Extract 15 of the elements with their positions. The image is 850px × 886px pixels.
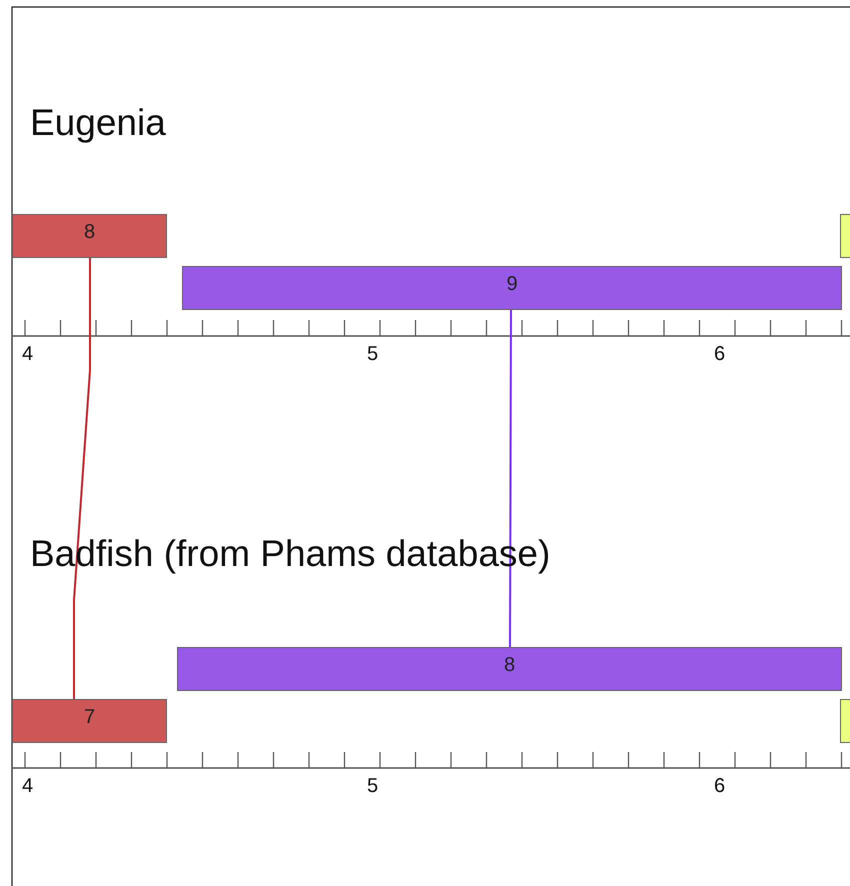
axis-tick-label: 5 — [367, 775, 378, 798]
gene-box: 8 — [177, 647, 842, 691]
gene-box — [840, 699, 850, 743]
track-title: Eugenia — [30, 102, 166, 144]
axis-tick-label: 6 — [714, 343, 726, 366]
axis-tick-label: 4 — [22, 343, 34, 366]
gene-box: 8 — [12, 214, 167, 258]
gene-box — [840, 214, 850, 258]
connector-line — [509, 310, 512, 647]
gene-box: 7 — [12, 699, 167, 743]
axis-tick-label: 5 — [367, 343, 378, 366]
connector-line — [73, 258, 91, 699]
axis-tick-label: 6 — [714, 775, 726, 798]
gene-box: 9 — [182, 266, 842, 310]
axis-tick-label: 4 — [22, 775, 34, 798]
